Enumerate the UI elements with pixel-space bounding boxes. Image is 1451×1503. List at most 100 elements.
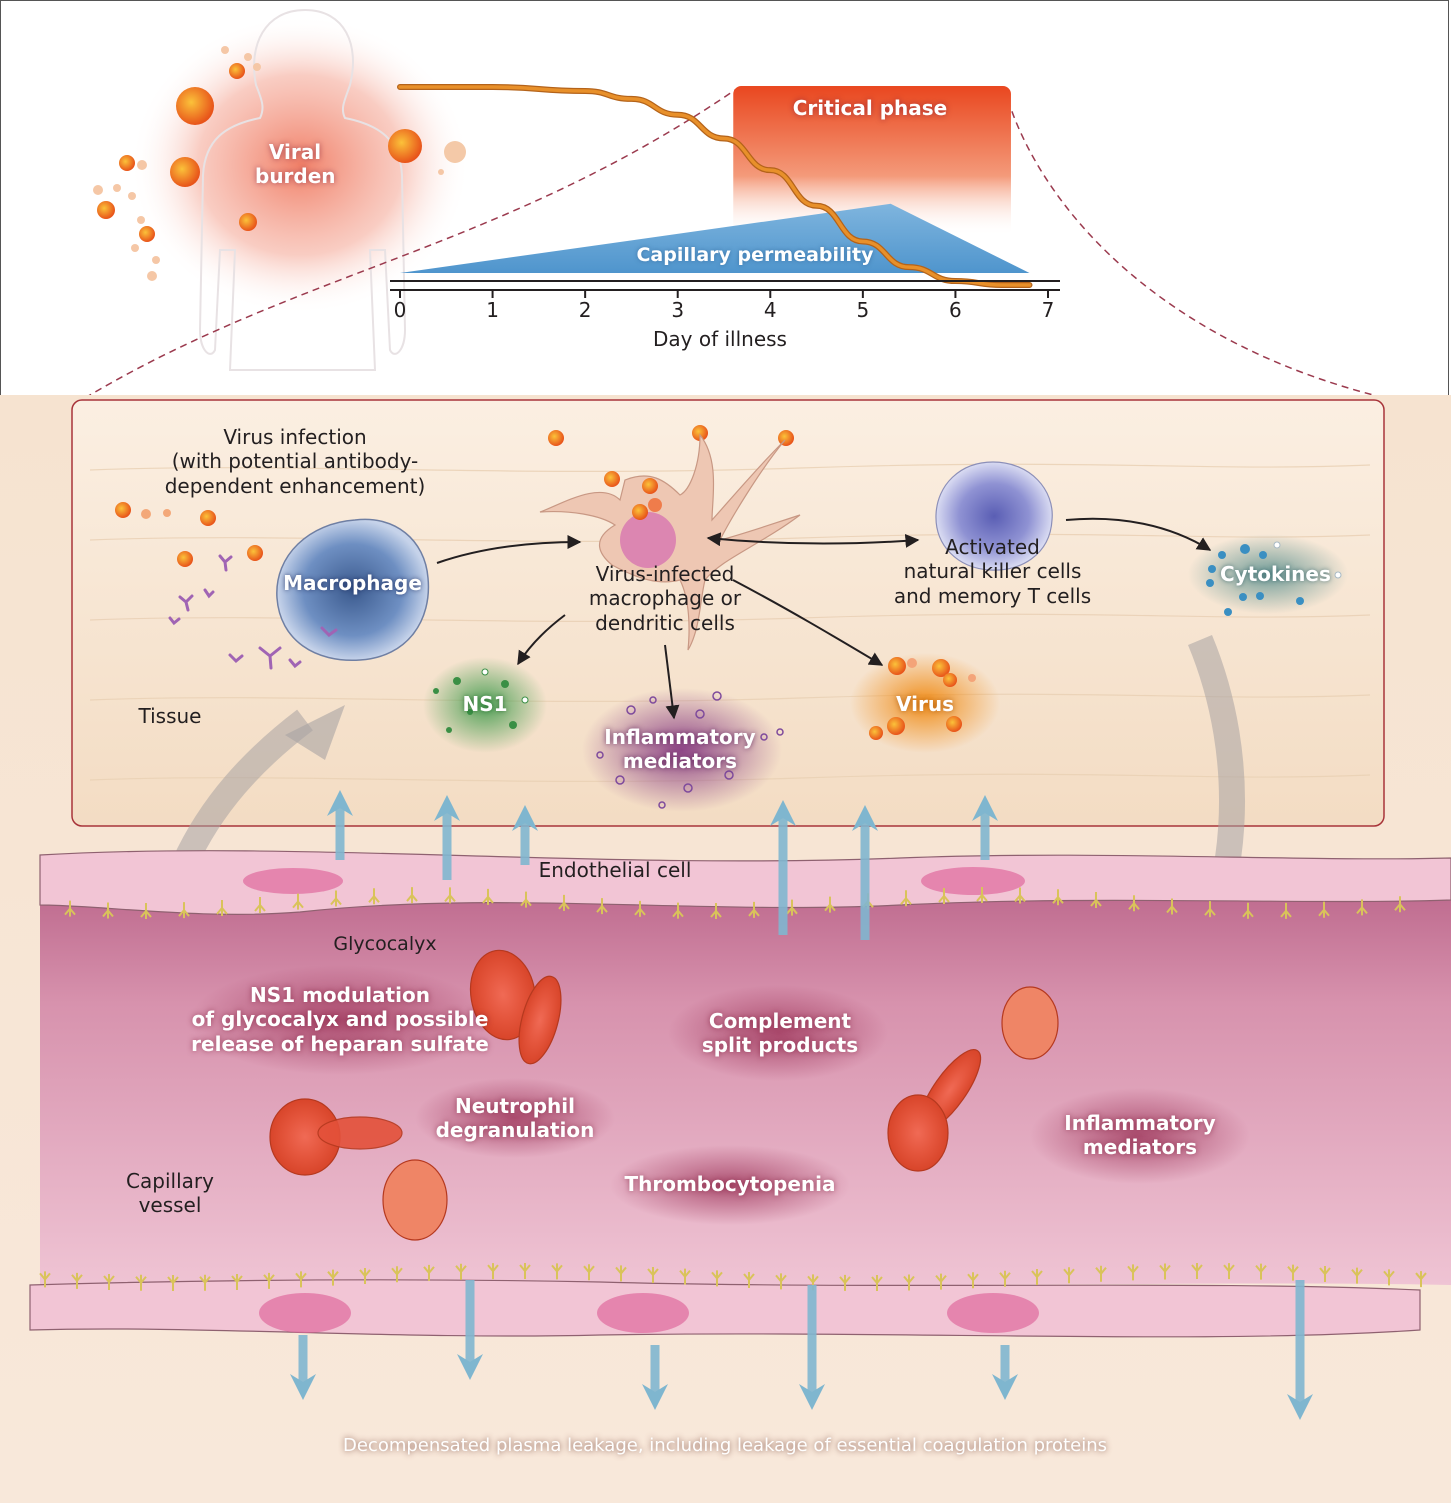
glycocalyx-strand [1242, 902, 1254, 919]
virus-particles-body [93, 46, 466, 281]
glycocalyx-strand [167, 1275, 179, 1291]
nucleus [597, 1293, 689, 1333]
macrophage-cell [276, 518, 430, 661]
glycocalyx-strand [1415, 1271, 1427, 1288]
zoom-line-left [84, 89, 736, 399]
arrow-macrophage-to-infected [436, 535, 582, 564]
glycocalyx-strand [558, 894, 570, 911]
inflammatory-particles [596, 691, 784, 809]
viral-burden-label: Viral burden [255, 140, 336, 189]
glycocalyx-strand [938, 888, 950, 905]
arrow-nk-to-cytokines [1065, 517, 1212, 551]
x-tick-label: 1 [486, 298, 499, 322]
glycocalyx-strand [102, 902, 114, 919]
glycocalyx-strand [1351, 1267, 1363, 1284]
glycocalyx-strand [672, 902, 684, 919]
arrowhead [290, 1374, 316, 1400]
neutrophil-glow [415, 1078, 615, 1158]
glycocalyx-strand [1223, 1263, 1235, 1280]
glycocalyx-strand [710, 902, 722, 919]
glycocalyx-strand [295, 1271, 307, 1288]
glycocalyx-strand [199, 1274, 211, 1291]
arrowhead [799, 1384, 825, 1410]
glycocalyx-strand [330, 890, 342, 907]
arrow-to-inflammatory [664, 644, 680, 720]
red-blood-cells [269, 949, 1059, 1241]
glycocalyx-strand [551, 1263, 563, 1280]
glycocalyx-strand [1383, 1269, 1395, 1286]
thrombocytopenia-glow [610, 1145, 850, 1225]
plasma-leakage-label: Decompensated plasma leakage, including … [342, 1435, 1107, 1456]
infected-cells-label: Virus-infected macrophage or dendritic c… [588, 562, 742, 635]
arrowhead [457, 1354, 483, 1380]
glycocalyx-strand [1159, 1263, 1171, 1280]
nucleus [921, 867, 1025, 895]
glycocalyx-strand [359, 1267, 371, 1284]
glycocalyx-strand [1255, 1263, 1267, 1280]
glycocalyx-strand [406, 887, 418, 904]
glycocalyx-strand [999, 1270, 1011, 1287]
glycocalyx-strand [1014, 887, 1026, 904]
glycocalyx-strand [444, 887, 456, 904]
virus-particles-tissue [115, 425, 794, 567]
glycocalyx-strand [1090, 891, 1102, 908]
glycocalyx-strand [1063, 1267, 1075, 1284]
glycocalyx-strand [216, 899, 228, 916]
neutrophil-label: Neutrophil degranulation [435, 1094, 595, 1143]
glycocalyx-strand [935, 1273, 947, 1290]
glycocalyx-strand [231, 1274, 243, 1291]
glycocalyx-strand [1127, 1264, 1139, 1281]
glycocalyx-strand [634, 900, 646, 917]
glycocalyx-strand [1280, 902, 1292, 919]
glycocalyx-label: Glycocalyx [333, 933, 437, 955]
ns1-particles [433, 668, 529, 733]
glycocalyx-strand [1031, 1268, 1043, 1285]
glycocalyx-strand [1204, 901, 1216, 918]
glycocalyx-strand [615, 1265, 627, 1282]
nk-cell [935, 461, 1053, 571]
glycocalyx-strand [1052, 889, 1064, 906]
glycocalyx-strand [1095, 1265, 1107, 1282]
inflammatory-mediators-tissue-label: Inflammatory mediators [604, 725, 756, 774]
arrowhead [512, 805, 538, 831]
ns1-modulation-label: NS1 modulation of glycocalyx and possibl… [191, 983, 489, 1056]
glycocalyx-strand [368, 888, 380, 905]
dendritic-cell [539, 433, 801, 651]
arrowhead [434, 795, 460, 821]
glycocalyx-strand [263, 1272, 275, 1289]
cytokines-glow [1188, 534, 1348, 614]
thrombocytopenia-label: Thrombocytopenia [624, 1172, 836, 1196]
arrowhead [1287, 1394, 1313, 1420]
nucleus [243, 868, 343, 894]
virus-label: Virus [896, 692, 954, 716]
x-tick-label: 4 [763, 298, 777, 322]
glycocalyx-strand [1166, 898, 1178, 915]
glycocalyx-strand [178, 902, 190, 919]
x-tick-label: 5 [856, 298, 870, 322]
inflammatory-vessel-glow [1030, 1088, 1250, 1184]
gray-arrowhead-up-left [285, 705, 345, 760]
complement-label: Complement split products [701, 1009, 859, 1058]
tissue-label: Tissue [138, 704, 202, 728]
glycocalyx-strand [103, 1274, 115, 1291]
glycocalyx-strand [482, 888, 494, 905]
glycocalyx-strand [135, 1274, 147, 1291]
x-tick-label: 0 [393, 298, 407, 322]
capillary-permeability-label: Capillary permeability [636, 244, 874, 266]
endothelial-layer-top [39, 850, 1451, 915]
arrowhead [642, 1384, 668, 1410]
x-tick-label: 3 [671, 298, 685, 322]
arrowhead [327, 790, 353, 816]
glycocalyx-strand [824, 896, 836, 913]
glycocalyx-strand [1319, 1266, 1331, 1283]
glycocalyx-strand [71, 1272, 83, 1289]
cytokines-label: Cytokines [1220, 562, 1331, 586]
capillary-vessel-label: Capillary vessel [126, 1169, 214, 1218]
ns1-label: NS1 [462, 692, 508, 716]
glycocalyx-strand [519, 1263, 531, 1280]
glycocalyx-strand [647, 1266, 659, 1283]
x-tick-label: 6 [949, 298, 962, 322]
nk-cells-label: Activated natural killer cells and memor… [893, 535, 1092, 608]
glycocalyx-strand [743, 1272, 755, 1289]
